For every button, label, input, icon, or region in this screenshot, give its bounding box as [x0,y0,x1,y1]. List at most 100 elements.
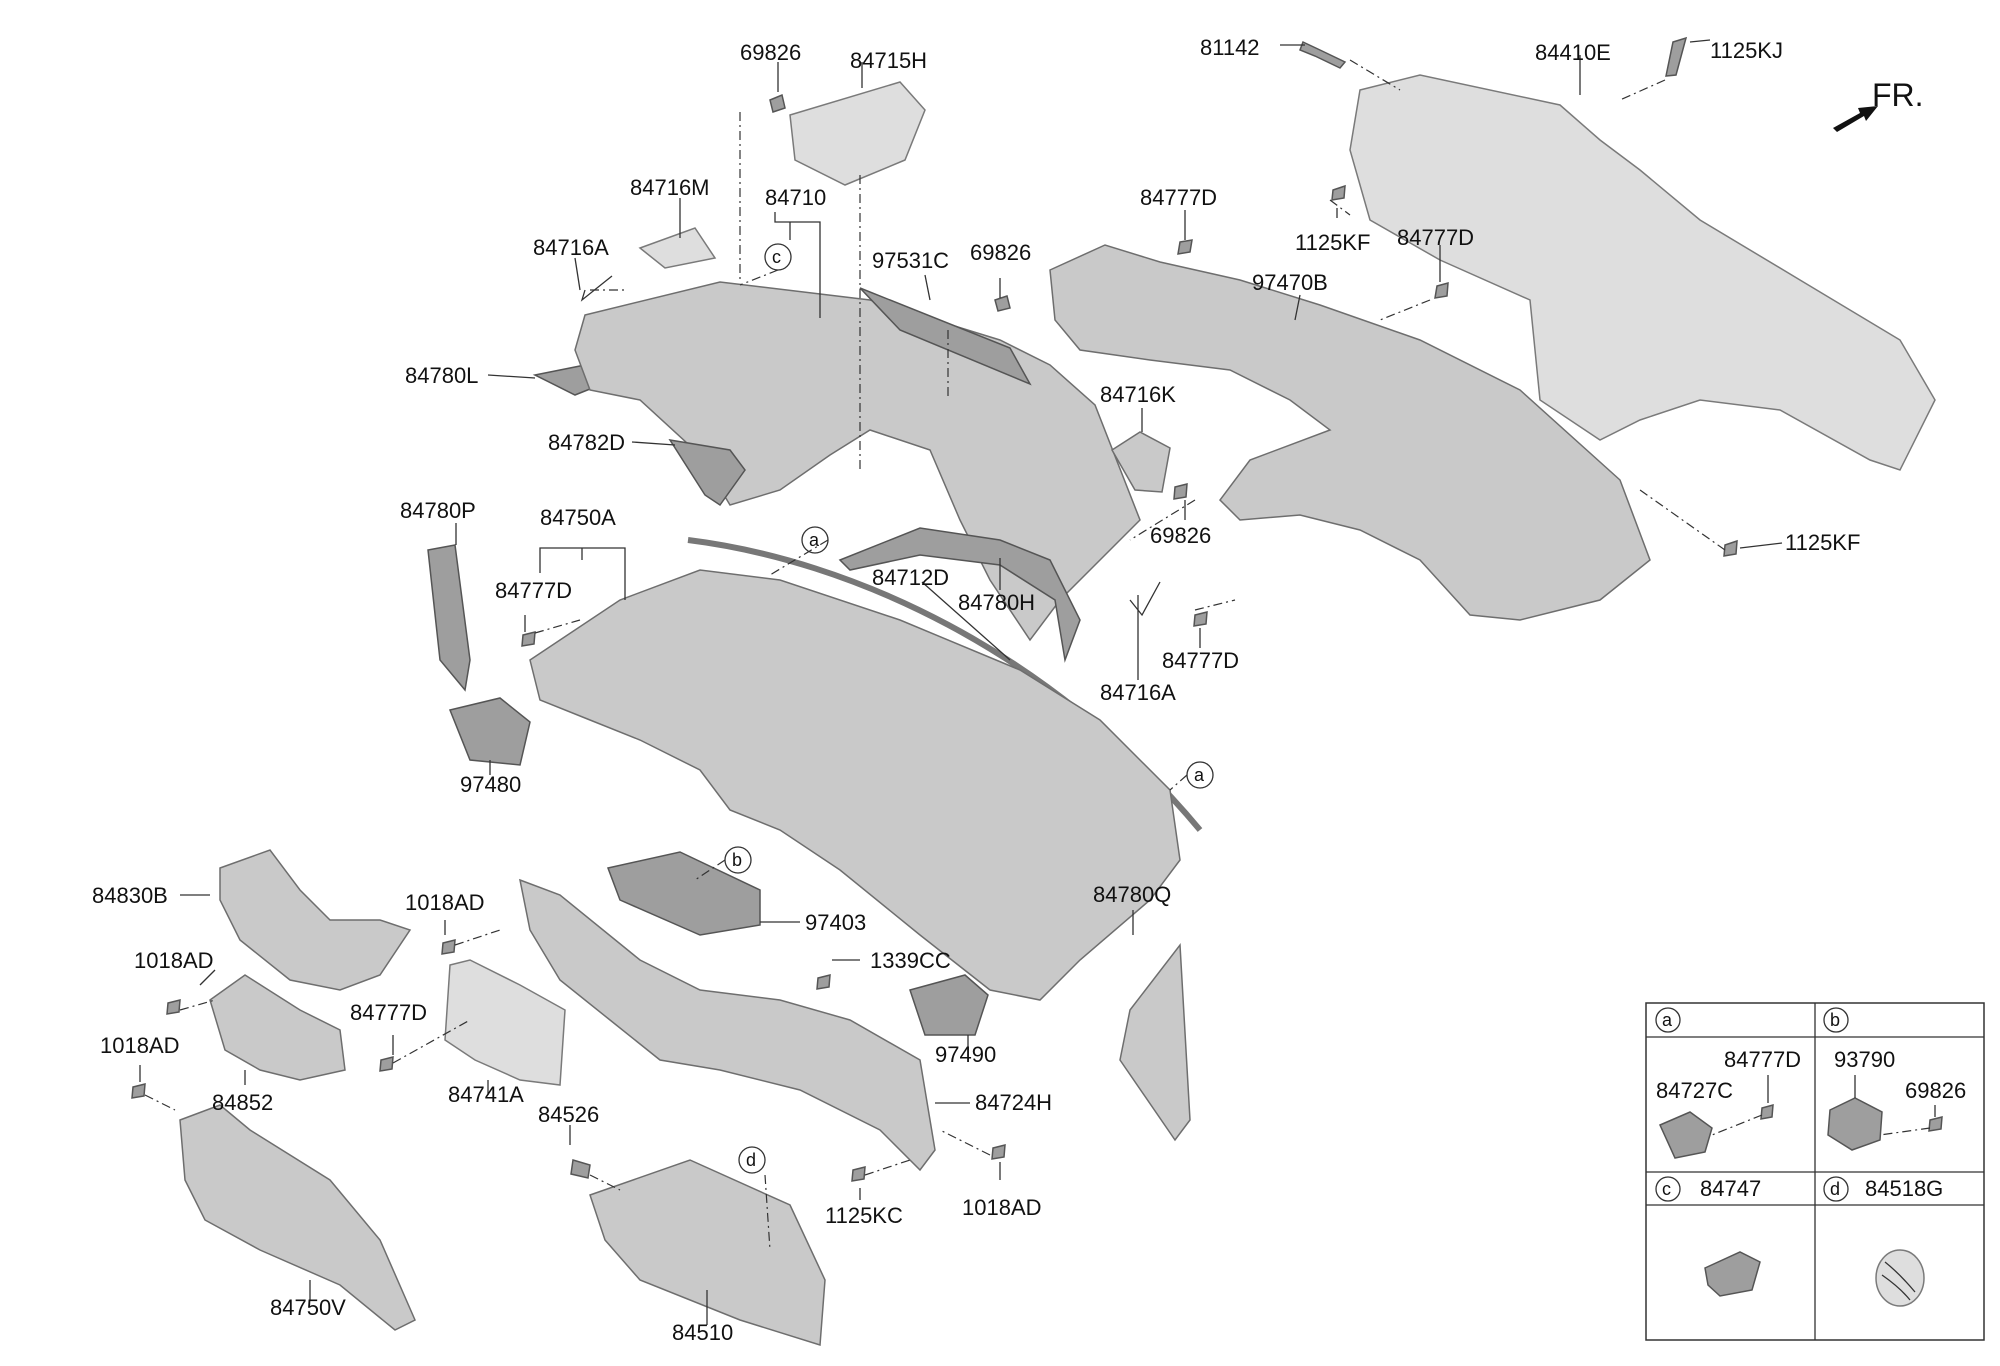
part-84727C [1659,1111,1713,1159]
label-84780Q: 84780Q [1093,882,1171,907]
callout-d: d [738,1146,766,1174]
label-84712D: 84712D [872,565,949,590]
label-69826: 69826 [970,240,1031,265]
label-84852: 84852 [212,1090,273,1115]
label-84716M: 84716M [630,175,710,200]
part-84780P [427,544,471,692]
label-84741A: 84741A [448,1082,524,1107]
part-84510 [589,1159,826,1346]
label-1018AD: 1018AD [962,1195,1042,1220]
fr-label: FR. [1872,77,1924,113]
inset-cell-b: b 93790 69826 [1823,1007,1966,1151]
part-84830B [219,849,412,991]
part-84780H [838,527,1081,663]
part-84750A [529,569,1181,1001]
callout-c: c [764,243,792,271]
label-1125KC: 1125KC [825,1203,903,1228]
part-84518G [1875,1249,1925,1307]
label-69826: 69826 [1150,523,1211,548]
part-84716M [638,227,717,269]
label-84716A: 84716A [533,235,609,260]
label-1018AD: 1018AD [405,890,485,915]
label-84710: 84710 [765,185,826,210]
label-84777D: 84777D [1397,225,1474,250]
part-84715H [789,81,926,186]
part-84724H [518,878,936,1172]
part-69826-inset [1928,1116,1943,1132]
label-97470B: 97470B [1252,270,1328,295]
label-1018AD: 1018AD [100,1033,180,1058]
inset-letter-a: a [1662,1010,1673,1030]
inset-letter-c: c [1662,1179,1671,1199]
part-84716K [1110,431,1171,493]
label-97490: 97490 [935,1042,996,1067]
svg-text:d: d [746,1150,756,1170]
inset-letter-d: d [1830,1179,1840,1199]
part-97531C [859,287,1032,386]
inset-letter-b: b [1830,1010,1840,1030]
label-84777D: 84777D [350,1000,427,1025]
part-93790 [1827,1097,1883,1151]
inset-cell-d: d 84518G [1823,1176,1943,1307]
callout-a-right: a [1186,761,1214,789]
callout-b: b [724,846,752,874]
label-1018AD: 1018AD [134,948,214,973]
part-84410E [1349,74,1936,471]
part-84852 [209,974,346,1081]
svg-text:c: c [772,247,781,267]
fastener-bolts [131,36,1738,1182]
inset-table: a 84777D 84727C b 93790 69826 c 84747 [1645,1002,1985,1341]
svg-text:b: b [732,850,742,870]
label-84777D: 84777D [1140,185,1217,210]
inset-label-84747: 84747 [1700,1176,1761,1201]
label-84510: 84510 [672,1320,733,1345]
part-84716A-top [580,275,613,302]
label-1125KJ: 1125KJ [1710,38,1783,63]
inset-cell-c: c 84747 [1655,1176,1761,1297]
fr-arrow-icon [1833,106,1878,132]
part-84777D-inset [1760,1103,1774,1120]
label-69826: 69826 [740,40,801,65]
label-84780P: 84780P [400,498,476,523]
callout-a-top: a [801,526,829,554]
leader-lines [139,39,1783,1325]
label-97480: 97480 [460,772,521,797]
inset-label-93790: 93790 [1834,1047,1895,1072]
label-1339CC: 1339CC [870,948,951,973]
part-84782D [668,438,746,507]
svg-text:a: a [1194,765,1205,785]
part-97403 [606,851,761,936]
label-84716K: 84716K [1100,382,1176,407]
part-84741A [444,959,566,1086]
part-97490 [909,974,989,1036]
label-84782D: 84782D [548,430,625,455]
part-84747 [1704,1251,1761,1297]
label-84526: 84526 [538,1102,599,1127]
inset-label-69826: 69826 [1905,1078,1966,1103]
label-84780L: 84780L [405,363,478,388]
inset-label-84777D: 84777D [1724,1047,1801,1072]
part-97480 [448,697,531,766]
part-84780Q [1119,942,1191,1142]
inset-label-84518G: 84518G [1865,1176,1943,1201]
label-97531C: 97531C [872,248,949,273]
label-84724H: 84724H [975,1090,1052,1115]
part-84716A-bottom [1129,581,1161,617]
label-84750V: 84750V [270,1295,346,1320]
svg-text:a: a [809,530,820,550]
inset-label-84727C: 84727C [1656,1078,1733,1103]
part-labels: 69826 84715H 84716M 84710 84716A 84780L … [92,35,1924,1345]
label-84830B: 84830B [92,883,168,908]
label-84777D: 84777D [495,578,572,603]
part-97470B [1049,244,1651,621]
label-84750A: 84750A [540,505,616,530]
label-84716A: 84716A [1100,680,1176,705]
inset-cell-a: a 84777D 84727C [1655,1007,1801,1159]
part-84750V [179,1104,416,1331]
label-84410E: 84410E [1535,40,1611,65]
label-97403: 97403 [805,910,866,935]
label-84777D: 84777D [1162,648,1239,673]
assembly-dash-lines [144,59,1726,1251]
label-1125KF: 1125KF [1295,230,1370,255]
